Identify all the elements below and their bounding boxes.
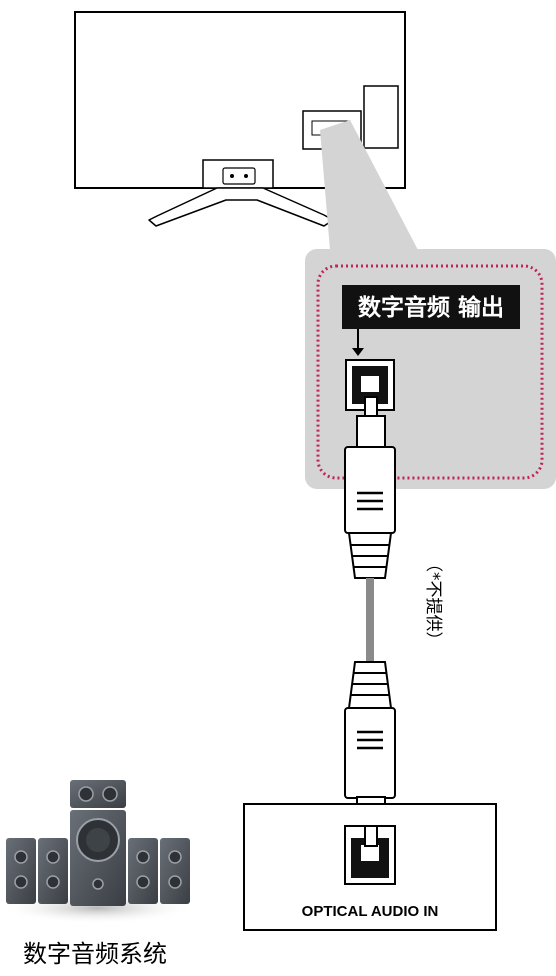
tv-port-label: 数字音频 输出 — [358, 294, 504, 321]
system-label: 数字音频系统 — [23, 940, 167, 968]
tv-stand-base — [148, 187, 334, 227]
cable-top-plug — [344, 396, 396, 579]
optical-cable — [366, 578, 374, 662]
tv-port-label-bg — [342, 285, 520, 329]
tv-side-panel — [363, 85, 399, 149]
callout-wedge — [320, 120, 418, 250]
zoom-callout: 数字音频 输出 — [305, 120, 556, 489]
speaker-system-icon — [0, 780, 195, 924]
cable-note: （*不提供） — [423, 555, 443, 649]
receiver-port-label: OPTICAL AUDIO IN — [302, 903, 439, 920]
receiver-box: OPTICAL AUDIO IN — [243, 803, 497, 931]
tv-stand-plate — [222, 167, 256, 185]
down-arrow-icon — [352, 348, 364, 356]
